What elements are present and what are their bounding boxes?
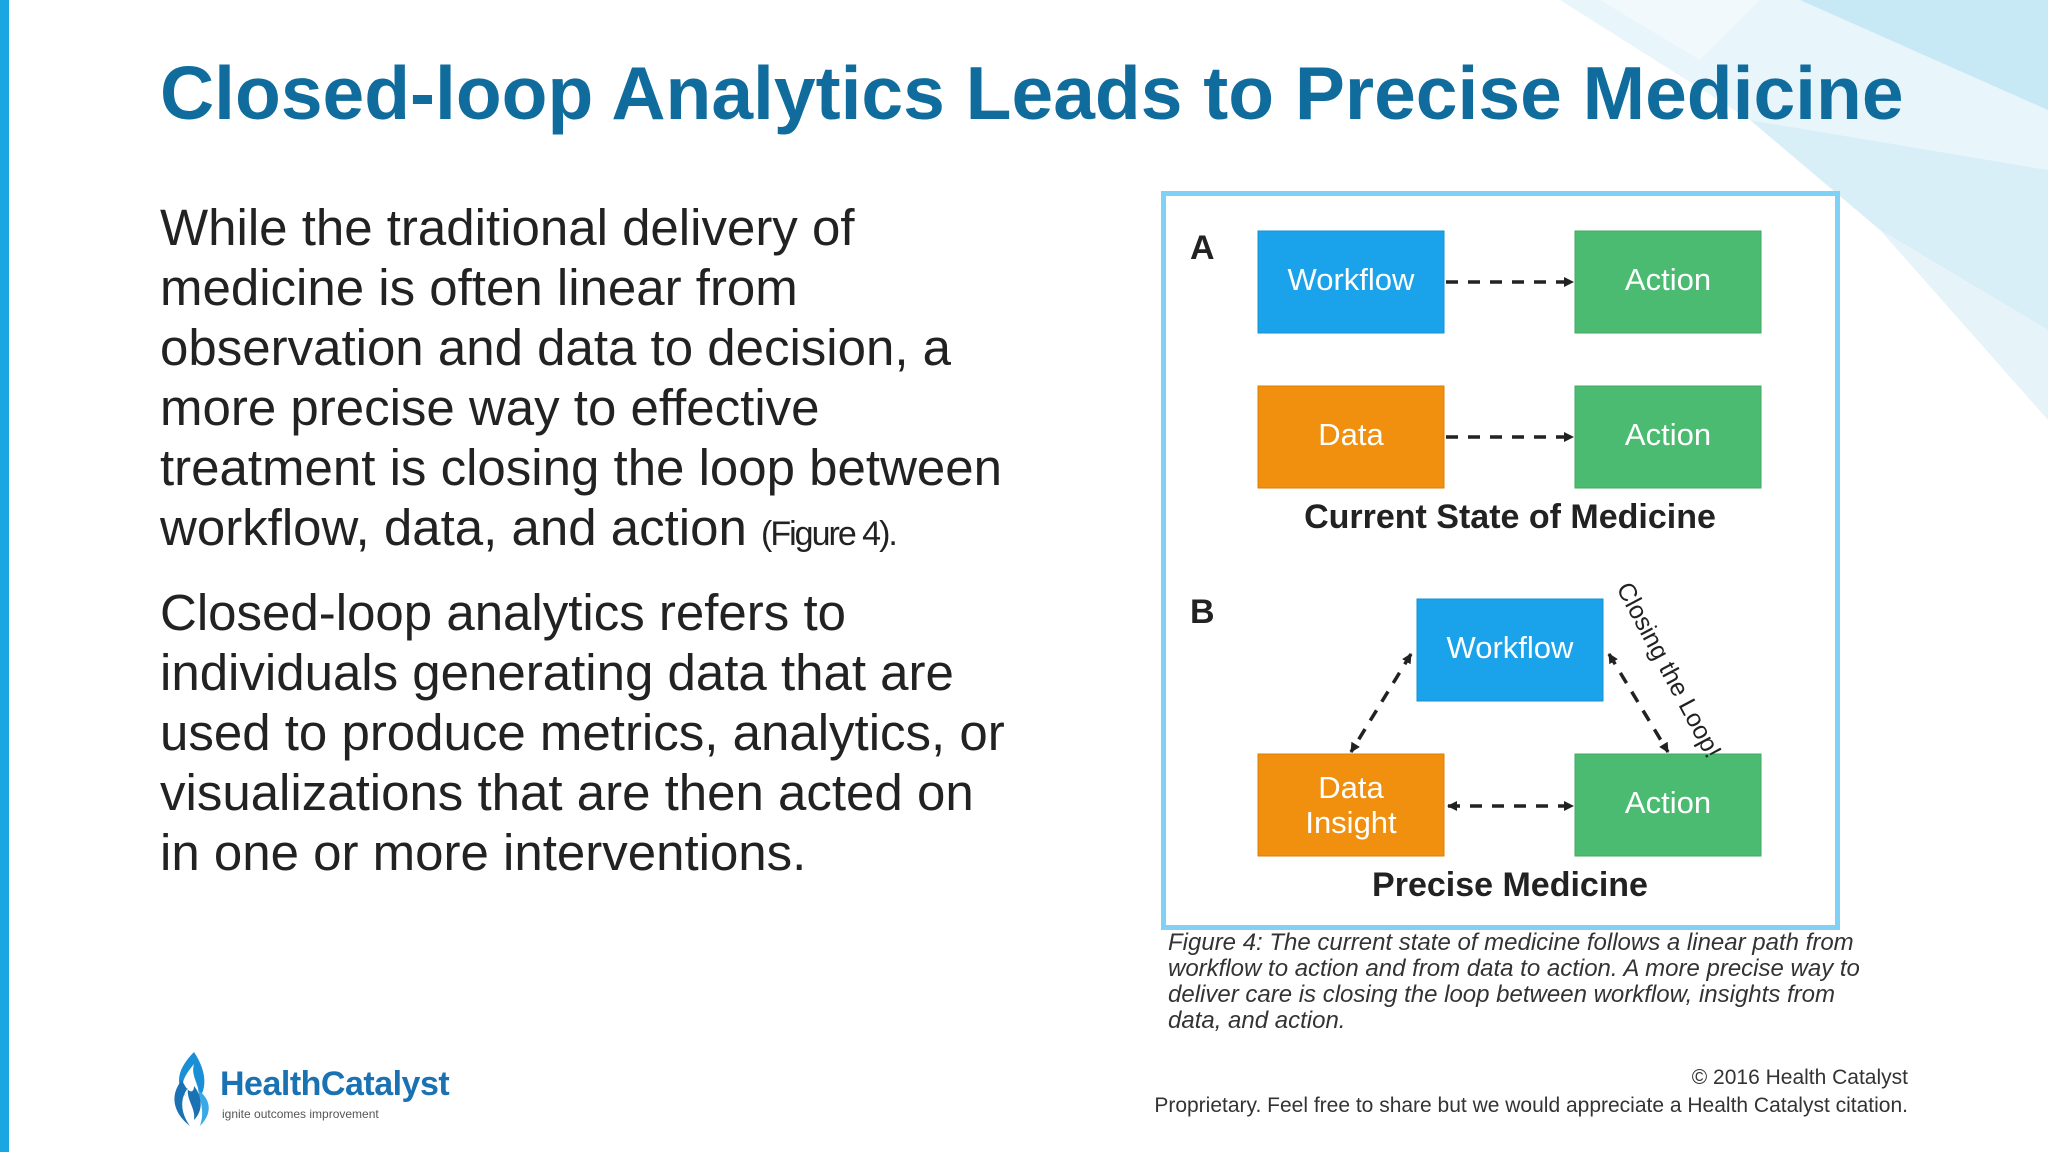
closing-the-loop-label: Closing the Loop! xyxy=(1611,578,1727,763)
paragraph-line-last: workflow, data, and action (Figure 4). xyxy=(160,498,1120,564)
paragraph-line: individuals generating data that are xyxy=(160,644,954,701)
box-label-line-1: Data xyxy=(1318,770,1384,805)
box-label: Data xyxy=(1318,417,1384,452)
left-accent-bar xyxy=(0,0,9,1152)
panel-a-heading: Current State of Medicine xyxy=(1304,498,1716,536)
panel-a-action-box-2: Action xyxy=(1574,385,1762,489)
arrow-workflow-action xyxy=(1607,653,1670,753)
paragraph-line: more precise way to effective xyxy=(160,379,820,436)
box-label: Action xyxy=(1625,262,1711,297)
paragraph-line: observation and data to decision, a xyxy=(160,319,952,376)
figure-reference: (Figure 4). xyxy=(761,515,898,553)
paragraph-line: used to produce metrics, analytics, or xyxy=(160,704,1005,761)
flame-icon xyxy=(174,1052,209,1126)
panel-b-data-insight-box: Data Insight xyxy=(1257,753,1445,857)
box-label: Workflow xyxy=(1447,630,1575,665)
panel-a-data-box: Data xyxy=(1257,385,1445,489)
arrow-workflow-data-insight xyxy=(1349,653,1413,753)
paragraph-line: While the traditional delivery of xyxy=(160,199,855,256)
copyright-block: © 2016 Health Catalyst Proprietary. Feel… xyxy=(1154,1064,1908,1120)
paragraph-closed-loop-definition: Closed-loop analytics refers to individu… xyxy=(160,583,1120,883)
figure-4-frame: A Workflow Action Data Action Current St… xyxy=(1161,191,1840,930)
paragraph-line: in one or more interventions. xyxy=(160,824,807,881)
box-label: Workflow xyxy=(1288,262,1416,297)
box-label-line-2: Insight xyxy=(1305,805,1397,840)
proprietary-notice: Proprietary. Feel free to share but we w… xyxy=(1154,1094,1908,1117)
figure-4-caption: Figure 4: The current state of medicine … xyxy=(1168,929,1860,1034)
panel-b-workflow-box: Workflow xyxy=(1416,598,1604,702)
figure-4-diagram: A Workflow Action Data Action Current St… xyxy=(1190,229,1762,904)
paragraph-line-text: workflow, data, and action xyxy=(160,499,747,556)
paragraph-line: visualizations that are then acted on xyxy=(160,764,974,821)
paragraph-line: medicine is often linear from xyxy=(160,259,798,316)
panel-a-action-box-1: Action xyxy=(1574,230,1762,334)
panel-b-action-box: Action xyxy=(1574,753,1762,857)
slide-title: Closed-loop Analytics Leads to Precise M… xyxy=(160,51,1904,135)
panel-b-heading: Precise Medicine xyxy=(1372,866,1648,904)
panel-a-workflow-box: Workflow xyxy=(1257,230,1445,334)
panel-a-label: A xyxy=(1190,229,1215,267)
logo-tagline: ignite outcomes improvement xyxy=(222,1107,379,1121)
paragraph-line: Closed-loop analytics refers to xyxy=(160,584,846,641)
copyright-text: © 2016 Health Catalyst xyxy=(1691,1066,1908,1089)
logo-wordmark: HealthCatalyst xyxy=(220,1065,450,1103)
box-label: Action xyxy=(1625,785,1711,820)
panel-b-label: B xyxy=(1190,593,1215,631)
box-label: Action xyxy=(1625,417,1711,452)
health-catalyst-logo: HealthCatalyst ignite outcomes improveme… xyxy=(168,1050,468,1130)
paragraph-line: treatment is closing the loop between xyxy=(160,439,1002,496)
paragraph-traditional-vs-precise: While the traditional delivery of medici… xyxy=(160,198,1120,564)
